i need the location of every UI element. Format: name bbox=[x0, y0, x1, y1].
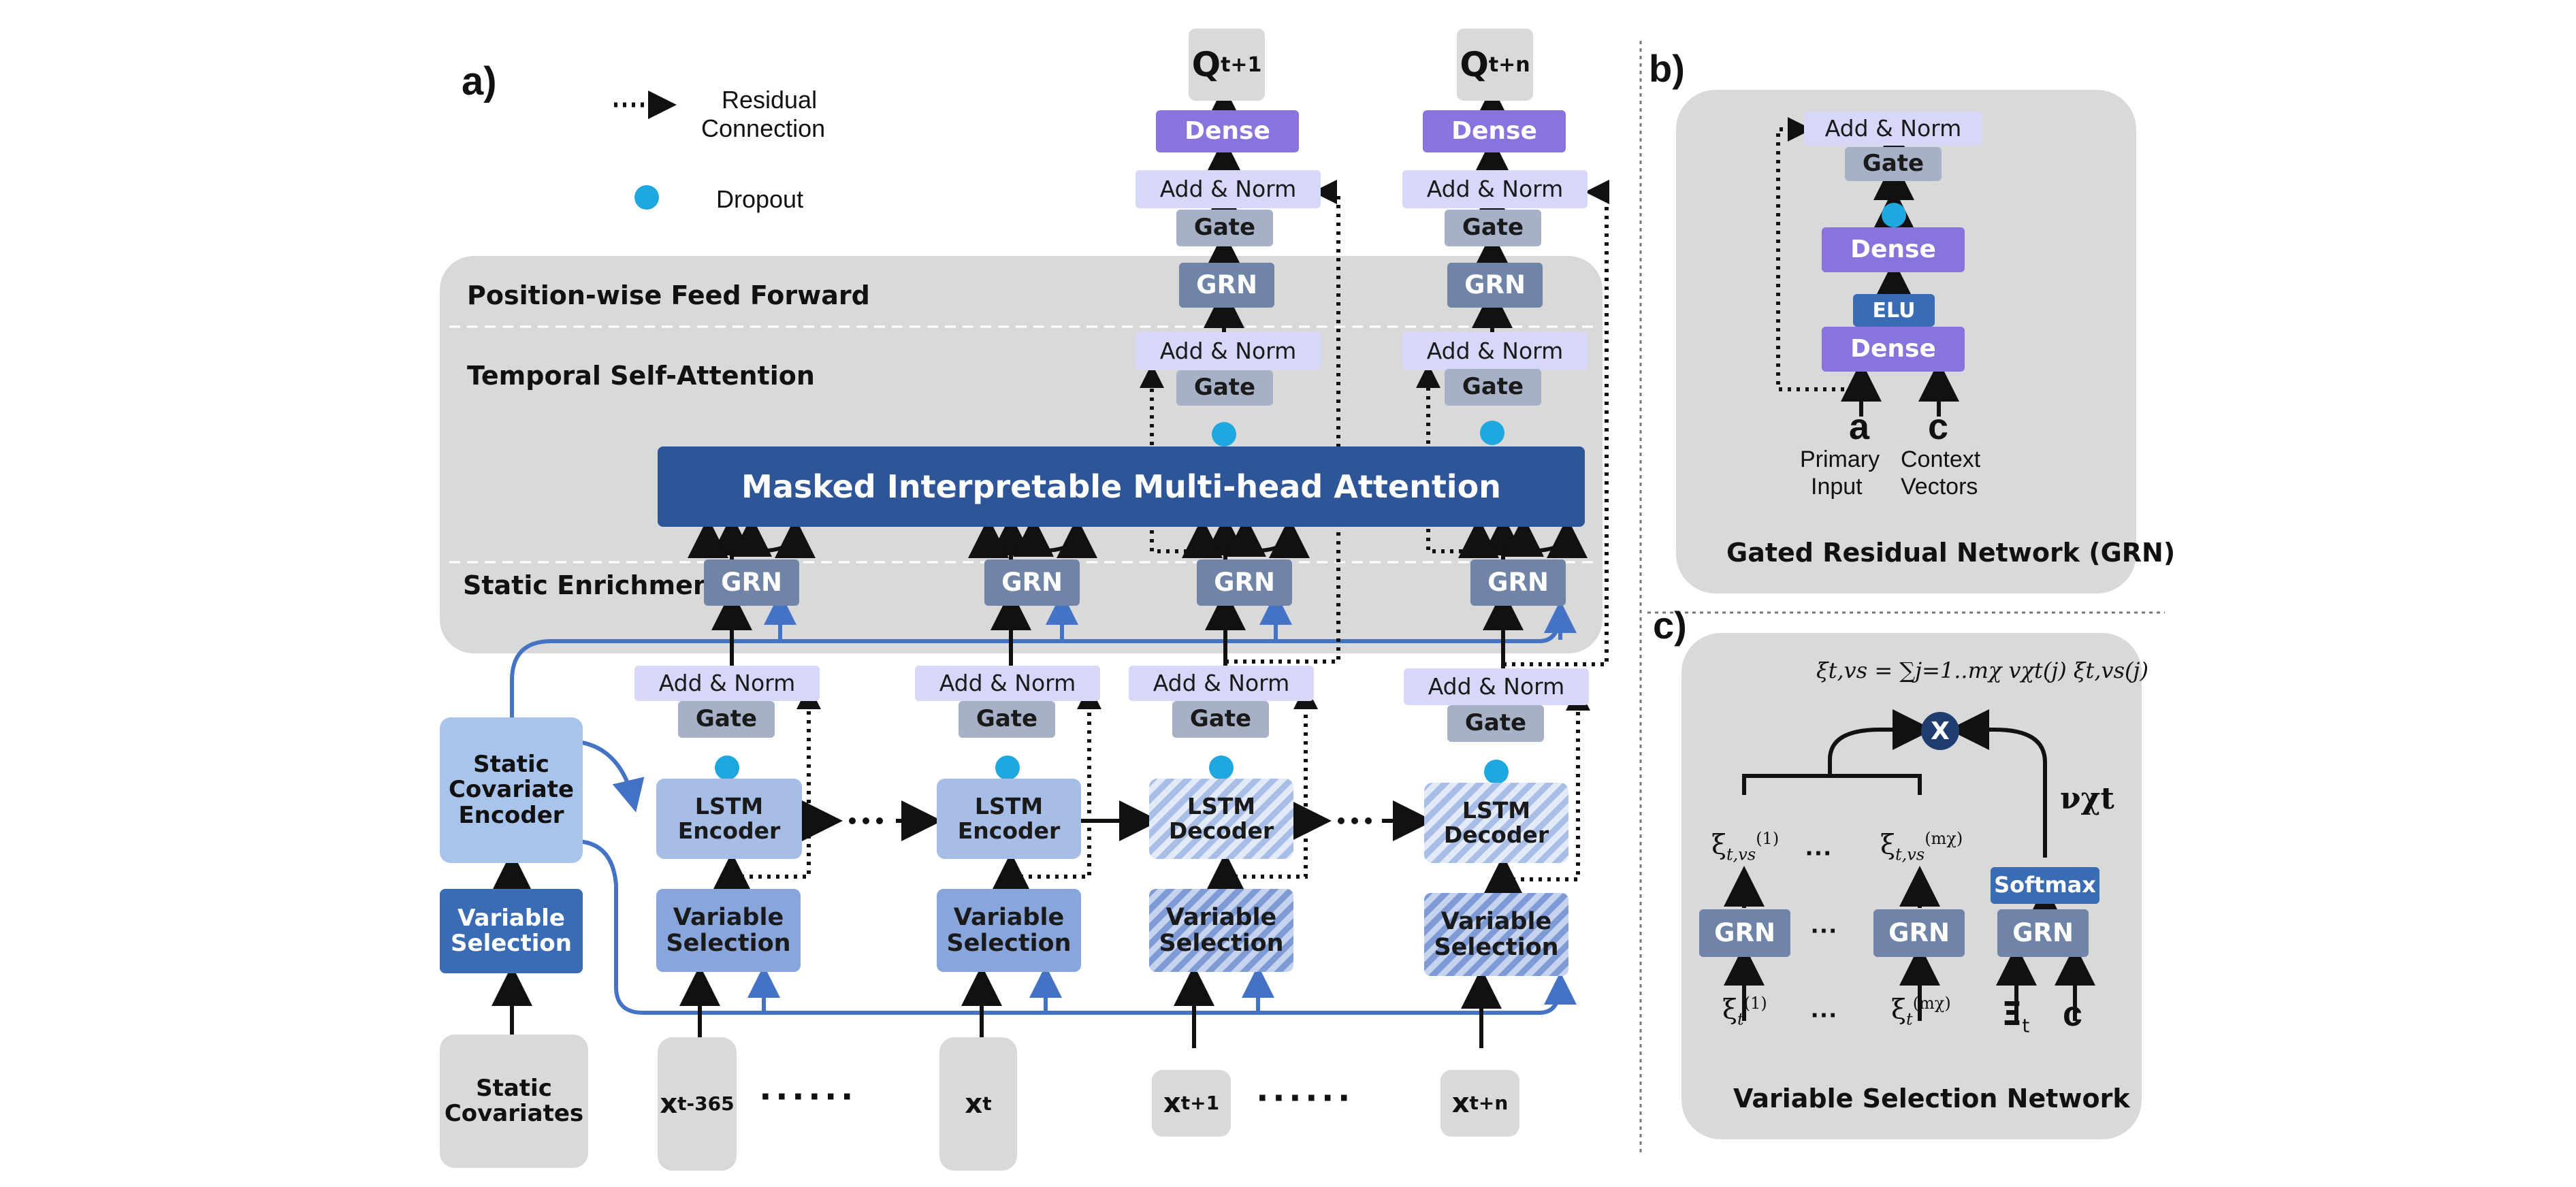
vsn-softmax: Softmax bbox=[1991, 867, 2099, 904]
dropout-legend-icon bbox=[634, 185, 659, 210]
grn-ff-n: GRN bbox=[1447, 263, 1543, 308]
vsn-dots-2: ··· bbox=[1811, 916, 1838, 946]
panel-c-label: c) bbox=[1653, 604, 1687, 647]
dropout-icon bbox=[1209, 755, 1234, 780]
gate-lstm-1: Gate bbox=[678, 701, 775, 738]
grn-enrich-3: GRN bbox=[1197, 559, 1292, 606]
vsn-context-c: c bbox=[2063, 994, 2082, 1034]
grn-addnorm: Add & Norm bbox=[1804, 112, 1982, 146]
grn-input-c: c bbox=[1928, 406, 1949, 447]
grn-primary-label-1: Primary bbox=[1800, 446, 1880, 472]
addnorm-attn-n: Add & Norm bbox=[1402, 332, 1588, 370]
vsn-xi-vs-m: ξt,vs(mχ) bbox=[1880, 829, 1963, 864]
addnorm-attn-1: Add & Norm bbox=[1136, 332, 1321, 370]
vsn-grn-1: GRN bbox=[1699, 909, 1790, 957]
grn-input-a: a bbox=[1849, 406, 1870, 447]
addnorm-final-1: Add & Norm bbox=[1136, 170, 1321, 208]
grn-primary-label-2: Input bbox=[1811, 474, 1863, 500]
gate-lstm-3: Gate bbox=[1172, 701, 1269, 738]
vsn-grn-m: GRN bbox=[1873, 909, 1965, 957]
grn-enrich-2: GRN bbox=[984, 559, 1080, 606]
section-feed-forward: Position-wise Feed Forward bbox=[467, 280, 870, 310]
dropout-icon bbox=[715, 755, 739, 780]
multiply-icon: X bbox=[1921, 712, 1959, 750]
panel-b-label: b) bbox=[1649, 47, 1685, 90]
vsn-dots-3: ··· bbox=[1811, 1001, 1838, 1030]
legend-residual-line2: Connection bbox=[701, 114, 826, 142]
grn-dense-2: Dense bbox=[1822, 227, 1965, 272]
addnorm-lstm-1: Add & Norm bbox=[634, 666, 820, 701]
gate-final-n: Gate bbox=[1445, 210, 1541, 246]
dropout-icon bbox=[1212, 422, 1236, 446]
vsn-panel-title: Variable Selection Network bbox=[1733, 1084, 2130, 1113]
gate-attn-n: Gate bbox=[1445, 369, 1541, 406]
gate-lstm-2: Gate bbox=[959, 701, 1055, 738]
grn-context-label-1: Context bbox=[1901, 446, 1981, 472]
grn-context-label-2: Vectors bbox=[1901, 474, 1978, 500]
vsn-weights-label: νχt bbox=[2060, 781, 2114, 816]
vsn-xi-t-m: ξt(mχ) bbox=[1891, 994, 1951, 1029]
grn-enrich-1: GRN bbox=[704, 559, 799, 606]
dropout-icon bbox=[995, 755, 1020, 780]
grn-panel-title: Gated Residual Network (GRN) bbox=[1726, 538, 2176, 568]
panel-a-label: a) bbox=[462, 59, 497, 103]
input-ellipsis-2: ······ bbox=[1257, 1075, 1355, 1120]
legend-dropout-label: Dropout bbox=[716, 185, 804, 213]
legend-residual-line1: Residual bbox=[722, 86, 818, 114]
grn-enrich-4: GRN bbox=[1470, 559, 1566, 606]
addnorm-lstm-4: Add & Norm bbox=[1404, 668, 1589, 705]
vsn-formula: ξt,vs = ∑j=1..mχ vχt(j) ξt,vs(j) bbox=[1816, 657, 2148, 683]
dropout-icon bbox=[1882, 203, 1906, 227]
dropout-icon bbox=[1484, 760, 1509, 784]
grn-elu: ELU bbox=[1853, 294, 1935, 327]
section-static-enrichment: Static Enrichment bbox=[463, 570, 724, 600]
grn-ff-1: GRN bbox=[1179, 263, 1274, 308]
dense-out-1: Dense bbox=[1156, 110, 1299, 152]
dropout-icon bbox=[1480, 421, 1504, 445]
vsn-xi-vs-1: ξt,vs(1) bbox=[1711, 829, 1780, 864]
grn-gate: Gate bbox=[1845, 147, 1942, 181]
vsn-grn-weights: GRN bbox=[1997, 909, 2089, 957]
addnorm-lstm-3: Add & Norm bbox=[1129, 666, 1314, 701]
gate-attn-1: Gate bbox=[1176, 370, 1273, 406]
gate-final-1: Gate bbox=[1176, 210, 1273, 246]
grn-dense-1: Dense bbox=[1822, 327, 1965, 372]
gate-lstm-4: Gate bbox=[1447, 705, 1544, 742]
vsn-dots-1: ··· bbox=[1805, 839, 1833, 868]
input-ellipsis-1: ······ bbox=[760, 1073, 858, 1119]
dense-out-n: Dense bbox=[1423, 110, 1566, 152]
addnorm-final-n: Add & Norm bbox=[1402, 170, 1588, 208]
section-self-attention: Temporal Self-Attention bbox=[467, 361, 815, 391]
vsn-xi-t-1: ξt(1) bbox=[1722, 994, 1767, 1029]
vsn-big-xi: Ξt bbox=[2001, 995, 2030, 1037]
masked-multihead-attention-block: Masked Interpretable Multi-head Attentio… bbox=[658, 446, 1585, 527]
addnorm-lstm-2: Add & Norm bbox=[915, 666, 1100, 701]
